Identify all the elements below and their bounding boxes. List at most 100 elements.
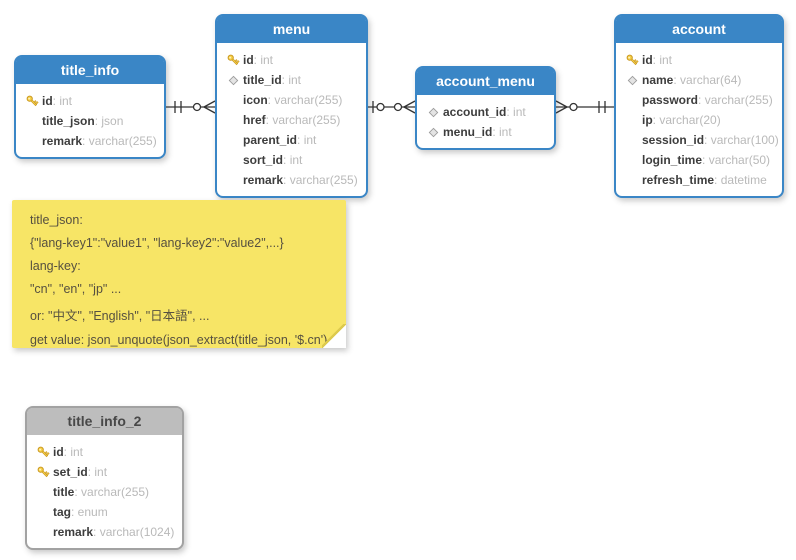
field-row[interactable]: ipvarchar(20) [616, 110, 782, 130]
field-type: varchar(20) [653, 113, 720, 127]
field-name: icon [243, 93, 268, 107]
field-row[interactable]: title_idint [217, 70, 366, 90]
field-name: href [243, 113, 266, 127]
field-row[interactable]: idint [616, 50, 782, 70]
key-icon [223, 53, 243, 68]
field-row[interactable]: tagenum [27, 502, 182, 522]
field-row[interactable]: remarkvarchar(255) [16, 131, 164, 151]
note-text-line: or: "中文", "English", "日本語", ... [30, 309, 210, 323]
field-row[interactable]: iconvarchar(255) [217, 90, 366, 110]
field-name: menu_id [443, 125, 493, 139]
table-title[interactable]: account_menu [417, 68, 554, 97]
field-row[interactable]: account_idint [417, 102, 554, 122]
table-account[interactable]: account idint namevarchar(64) passwordva… [614, 14, 784, 198]
field-name: login_time [642, 153, 703, 167]
note-fold-corner [322, 324, 346, 348]
field-type: int [283, 153, 303, 167]
field-type: int [64, 445, 83, 459]
field-row[interactable]: parent_idint [217, 130, 366, 150]
field-name: title_id [243, 73, 282, 87]
field-row[interactable]: idint [27, 442, 182, 462]
field-row[interactable]: remarkvarchar(1024) [27, 522, 182, 542]
connector-account_menu-account[interactable] [555, 97, 614, 117]
table-title_info_2[interactable]: title_info_2 idint set_idint titlevarcha… [25, 406, 184, 550]
field-type: int [282, 73, 301, 87]
field-name: parent_id [243, 133, 298, 147]
key-icon [22, 94, 42, 109]
field-row[interactable]: sort_idint [217, 150, 366, 170]
field-row[interactable]: title_jsonjson [16, 111, 164, 131]
field-row[interactable]: menu_idint [417, 122, 554, 142]
note-text-line: get value: json_unquote(json_extract(tit… [30, 333, 328, 347]
field-type: varchar(255) [82, 134, 157, 148]
table-account_menu[interactable]: account_menu account_idint menu_idint [415, 66, 556, 150]
field-type: int [53, 94, 72, 108]
key-icon [33, 445, 53, 460]
table-title[interactable]: title_info [16, 57, 164, 86]
field-type: varchar(255) [283, 173, 358, 187]
field-type: enum [71, 505, 108, 519]
field-row[interactable]: refresh_timedatetime [616, 170, 782, 190]
table-menu[interactable]: menu idint title_idint iconvarchar(255) … [215, 14, 368, 198]
field-type: varchar(255) [74, 485, 149, 499]
sticky-note[interactable]: title_json: {"lang-key1":"value1", "lang… [12, 200, 346, 348]
field-type: varchar(255) [698, 93, 773, 107]
field-name: ip [642, 113, 653, 127]
field-type: varchar(50) [702, 153, 770, 167]
field-type: int [492, 125, 512, 139]
field-type: int [297, 133, 317, 147]
field-row[interactable]: namevarchar(64) [616, 70, 782, 90]
note-text-line: title_json: [30, 213, 83, 227]
field-type: json [95, 114, 123, 128]
field-row[interactable]: hrefvarchar(255) [217, 110, 366, 130]
table-title[interactable]: menu [217, 16, 366, 45]
field-type: varchar(100) [704, 133, 779, 147]
field-name: set_id [53, 465, 88, 479]
field-row[interactable]: set_idint [27, 462, 182, 482]
field-row[interactable]: login_timevarchar(50) [616, 150, 782, 170]
diamond-icon [223, 75, 243, 86]
field-name: password [642, 93, 699, 107]
field-name: sort_id [243, 153, 284, 167]
note-text-line: "cn", "en", "jp" ... [30, 282, 122, 296]
field-name: id [243, 53, 254, 67]
field-row[interactable]: titlevarchar(255) [27, 482, 182, 502]
connector-title_info-menu[interactable] [166, 97, 216, 117]
field-name: id [42, 94, 53, 108]
field-name: account_id [443, 105, 507, 119]
field-type: int [506, 105, 526, 119]
table-title[interactable]: account [616, 16, 782, 45]
field-name: tag [53, 505, 71, 519]
field-type: int [254, 53, 273, 67]
field-type: int [88, 465, 107, 479]
field-type: varchar(1024) [93, 525, 175, 539]
field-type: datetime [714, 173, 767, 187]
connector-menu-account_menu[interactable] [368, 97, 416, 117]
field-row[interactable]: idint [217, 50, 366, 70]
key-icon [622, 53, 642, 68]
diamond-icon [423, 107, 443, 118]
field-type: varchar(255) [268, 93, 342, 107]
table-title_info[interactable]: title_info idint title_jsonjson remarkva… [14, 55, 166, 159]
field-name: name [642, 73, 674, 87]
field-row[interactable]: passwordvarchar(255) [616, 90, 782, 110]
field-name: remark [42, 134, 83, 148]
diamond-icon [622, 75, 642, 86]
key-icon [33, 465, 53, 480]
field-name: title [53, 485, 75, 499]
field-name: id [642, 53, 653, 67]
field-row[interactable]: session_idvarchar(100) [616, 130, 782, 150]
field-row[interactable]: remarkvarchar(255) [217, 170, 366, 190]
field-row[interactable]: idint [16, 91, 164, 111]
field-name: remark [243, 173, 284, 187]
diamond-icon [423, 127, 443, 138]
field-name: refresh_time [642, 173, 715, 187]
field-type: int [653, 53, 672, 67]
note-text-line: {"lang-key1":"value1", "lang-key2":"valu… [30, 236, 284, 250]
field-type: varchar(255) [266, 113, 340, 127]
table-title[interactable]: title_info_2 [27, 408, 182, 437]
field-name: title_json [42, 114, 95, 128]
field-name: id [53, 445, 64, 459]
field-name: remark [53, 525, 94, 539]
